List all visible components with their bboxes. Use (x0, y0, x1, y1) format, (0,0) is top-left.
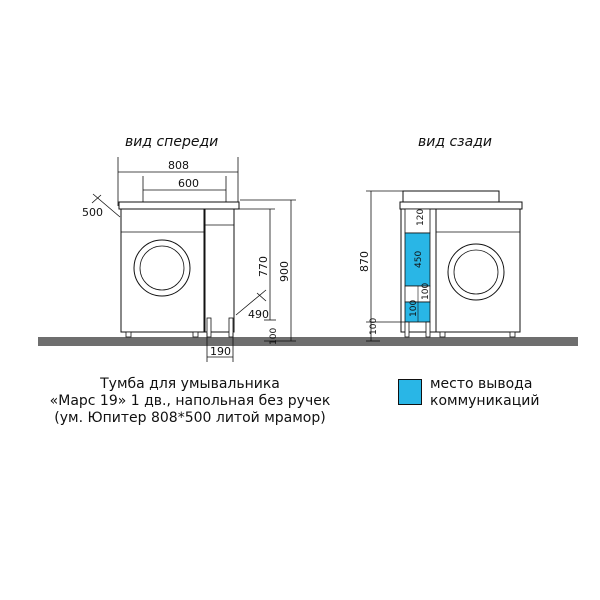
dim-front-leg-100: 100 (269, 328, 279, 345)
floor-strip (38, 337, 578, 346)
front-cabinet-door (204, 208, 235, 333)
front-view-title: вид спереди (125, 134, 218, 150)
front-leg-right (228, 317, 234, 338)
dim-rear-zone-100-a: 100 (421, 283, 431, 300)
legend-swatch (398, 379, 422, 405)
legend-line-1: место вывода (430, 376, 533, 392)
dim-front-height-770: 770 (257, 256, 270, 277)
dim-front-width-808: 808 (168, 159, 189, 172)
rear-countertop (402, 190, 500, 203)
caption-line-1: Тумба для умывальника (100, 376, 280, 392)
rear-leg-right (509, 331, 516, 338)
dim-front-height-900: 900 (278, 261, 291, 282)
rear-view-title: вид сзади (418, 134, 492, 150)
dim-rear-zone-450: 450 (414, 251, 424, 268)
legend-line-2: коммуникаций (430, 393, 540, 409)
legend-text: место вывода коммуникаций (430, 376, 539, 410)
front-leg-left (125, 331, 132, 338)
dim-front-offset-190: 190 (210, 345, 231, 358)
caption-line-2: «Марс 19» 1 дв., напольная без ручек (49, 393, 331, 409)
dim-front-depth-490: 490 (248, 308, 269, 321)
front-leg-mid (192, 331, 199, 338)
rear-comm-zone-lower (404, 301, 431, 323)
dim-rear-zone-120: 120 (416, 209, 426, 226)
rear-leg-left (404, 321, 410, 338)
front-countertop (118, 201, 240, 210)
legend: место вывода коммуникаций (398, 376, 539, 410)
rear-comm-zone-upper (404, 232, 431, 287)
rear-zone-top (404, 208, 431, 234)
dim-rear-zone-100-b: 100 (409, 300, 419, 317)
dim-rear-leg-100: 100 (369, 318, 379, 335)
product-caption: Тумба для умывальника «Марс 19» 1 дв., н… (0, 376, 380, 427)
caption-line-3: (ум. Юпитер 808*500 литой мрамор) (54, 410, 326, 426)
dim-front-depth-500: 500 (82, 206, 103, 219)
rear-leg-mid (425, 321, 431, 338)
dim-rear-height-870: 870 (358, 251, 371, 272)
dim-front-bowl-600: 600 (178, 177, 199, 190)
